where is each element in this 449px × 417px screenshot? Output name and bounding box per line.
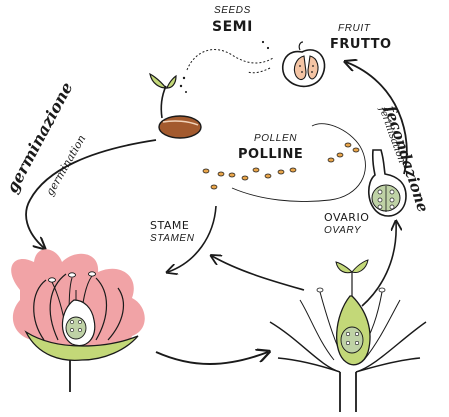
fruit-label-en: FRUIT: [338, 24, 370, 34]
ovario-label: OVARIO: [324, 212, 369, 223]
pink-flower-icon: [11, 249, 145, 392]
seeds-label-en: SEEDS: [214, 6, 251, 16]
arrow-germination: [26, 140, 156, 248]
scattered-seed-dots: [180, 41, 269, 93]
pollen-tube-line: [232, 124, 365, 202]
sprouting-seed-icon: [150, 74, 201, 138]
stame-label: STAME: [150, 220, 189, 231]
fruit-icon: [283, 42, 325, 86]
arrow-flower-to-pollen: [212, 256, 304, 290]
fertilised-flower-icon: [270, 260, 426, 412]
arrow-fruit-to-seeds: [248, 68, 270, 73]
pollen-label-it: POLLINE: [238, 148, 303, 161]
ovary-label: OVARY: [324, 226, 361, 236]
arrow-flower-to-flower: [156, 352, 268, 364]
fruit-label-it: FRUTTO: [330, 38, 392, 51]
seeds-label-it: SEMI: [212, 20, 253, 34]
stamen-label: STAMEN: [150, 234, 195, 244]
pollen-label-en: POLLEN: [254, 134, 297, 144]
seeds-scatter-path: [187, 50, 273, 70]
